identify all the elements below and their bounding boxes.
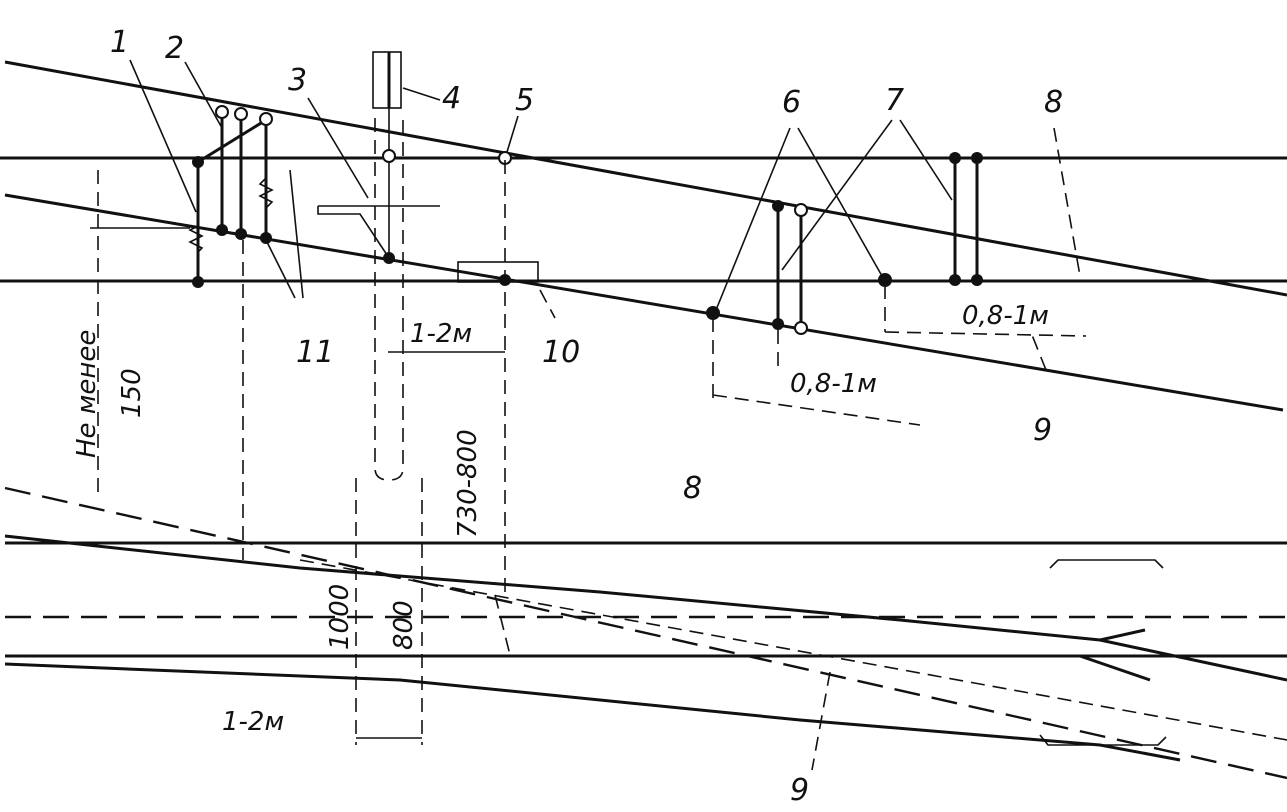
label-9-top: 9 bbox=[1033, 413, 1052, 448]
label-8-bottom: 8 bbox=[683, 471, 702, 506]
dim-08-1m-left: 0,8-1м bbox=[790, 369, 877, 399]
label-6: 6 bbox=[782, 85, 801, 120]
label-3: 3 bbox=[288, 63, 307, 98]
top-track bbox=[0, 60, 1287, 412]
connector-group-left bbox=[188, 105, 274, 288]
label-11: 11 bbox=[296, 335, 334, 370]
label-1: 1 bbox=[110, 25, 129, 60]
dim-ne-menee: Не менее bbox=[72, 330, 102, 458]
label-10: 10 bbox=[542, 335, 580, 370]
label-5: 5 bbox=[515, 83, 534, 118]
point-5-10 bbox=[457, 151, 539, 600]
dim-1-2m-bottom: 1-2м bbox=[222, 707, 284, 737]
contact-wire-upper bbox=[4, 60, 1287, 297]
dim-730-800: 730-800 bbox=[453, 429, 483, 538]
label-7: 7 bbox=[885, 83, 904, 118]
number-labels: 1 2 3 4 5 6 7 8 9 10 11 8 9 bbox=[110, 25, 1063, 808]
label-9-bottom: 9 bbox=[790, 773, 809, 808]
dimensions-top bbox=[90, 170, 1087, 560]
label-4: 4 bbox=[442, 81, 461, 116]
dim-1-2m-top: 1-2м bbox=[410, 319, 472, 349]
leader-lines bbox=[129, 59, 1081, 371]
dim-1000: 1000 bbox=[325, 584, 355, 650]
dim-08-1m-right: 0,8-1м bbox=[962, 301, 1049, 331]
dim-150: 150 bbox=[117, 368, 147, 418]
dimension-labels: 1-2м 0,8-1м 0,8-1м 1-2м Не менее 150 730… bbox=[72, 301, 1049, 737]
label-2: 2 bbox=[165, 31, 184, 66]
dim-800: 800 bbox=[389, 600, 419, 650]
bottom-track bbox=[4, 478, 1287, 780]
signal-pole bbox=[317, 51, 440, 481]
label-8-top: 8 bbox=[1044, 85, 1063, 120]
connector-group-right bbox=[706, 152, 983, 335]
